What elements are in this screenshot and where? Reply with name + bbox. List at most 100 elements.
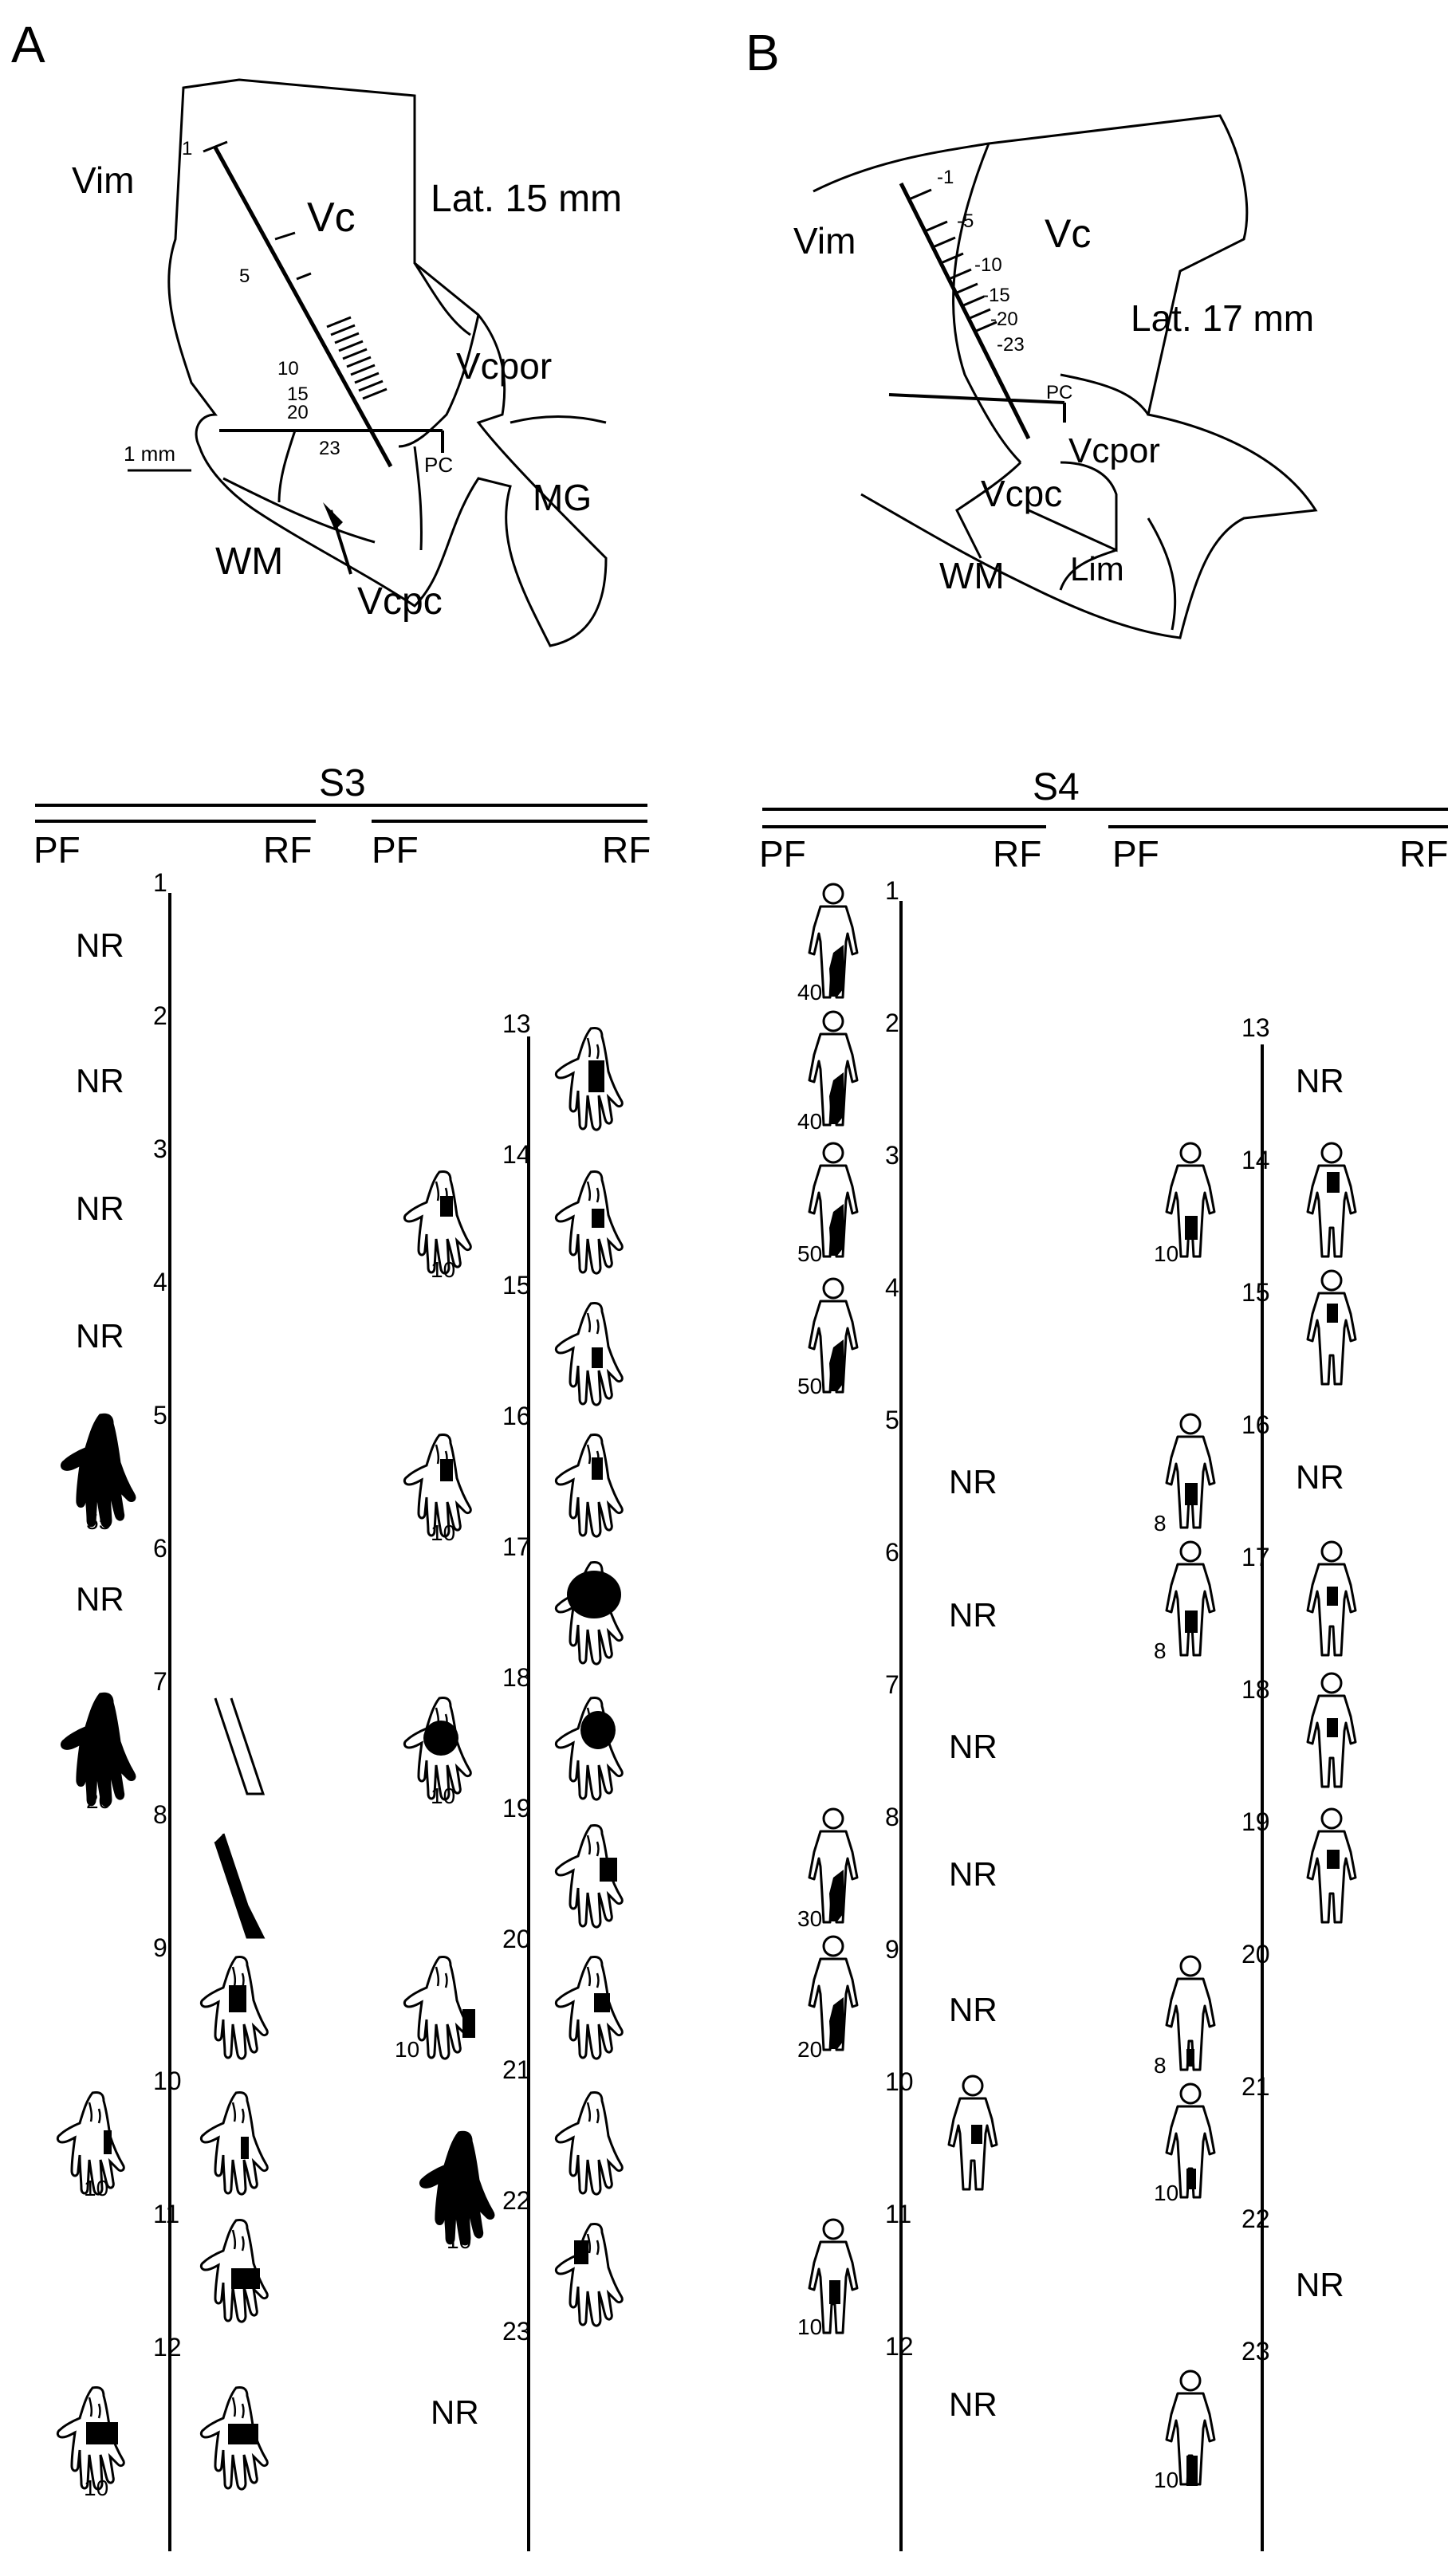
site-number-label: 8 bbox=[885, 1803, 899, 1831]
intensity-label: 10 bbox=[1154, 2468, 1178, 2492]
tick-label-b: -15 bbox=[982, 285, 1010, 306]
site-number-label: 6 bbox=[153, 1534, 167, 1563]
site-number-label: 19 bbox=[502, 1794, 531, 1823]
tick-label-a: 5 bbox=[239, 265, 250, 287]
intensity-label: 10 bbox=[431, 1784, 455, 1808]
electrode-ticks-a bbox=[203, 140, 388, 400]
label-vc-a: Vc bbox=[307, 195, 356, 241]
label-wm-a: WM bbox=[215, 541, 283, 583]
site-number-label: 7 bbox=[153, 1667, 167, 1696]
panel-b-letter: B bbox=[746, 24, 780, 81]
panel-b-outlines bbox=[813, 114, 1318, 639]
electrode-ticks-b bbox=[908, 188, 997, 333]
tick-label-b: -23 bbox=[997, 334, 1025, 356]
intensity-label: 8 bbox=[1154, 1638, 1167, 1663]
s4-nr: NR bbox=[949, 1596, 997, 1634]
intensity-label: 10 bbox=[797, 2314, 822, 2339]
intensity-label: 20 bbox=[86, 1788, 111, 1813]
label-lat-b: Lat. 17 mm bbox=[1131, 297, 1314, 339]
label-pc-b: PC bbox=[1046, 382, 1072, 403]
s4-pf-label-2: PF bbox=[1112, 833, 1159, 875]
site-number-label: 12 bbox=[153, 2333, 182, 2362]
site-number-label: 2 bbox=[885, 1009, 899, 1037]
site-number-label: 11 bbox=[153, 2200, 179, 2228]
s4-rf-label-2: RF bbox=[1399, 833, 1448, 875]
finger-map-icon bbox=[214, 1697, 266, 1795]
site-number-label: 17 bbox=[1241, 1543, 1270, 1571]
tick-label-b: -20 bbox=[990, 309, 1018, 330]
intensity-label: 10 bbox=[1154, 2181, 1178, 2205]
site-number-label: 16 bbox=[1241, 1410, 1270, 1439]
site-number-label: 17 bbox=[502, 1532, 531, 1561]
hand-map-icon bbox=[554, 1433, 624, 1538]
electrode-track-b bbox=[899, 182, 1031, 440]
s3-title: S3 bbox=[319, 762, 366, 804]
intensity-label: 10 bbox=[84, 2176, 108, 2200]
tick-label-b: -5 bbox=[957, 210, 974, 232]
site-number-label: 4 bbox=[153, 1268, 167, 1296]
site-number-label: 6 bbox=[885, 1538, 899, 1567]
intensity-label: 30 bbox=[797, 1906, 822, 1931]
label-scale: 1 mm bbox=[124, 442, 175, 466]
label-vc-b: Vc bbox=[1045, 211, 1091, 256]
hand-map-icon bbox=[554, 2222, 624, 2327]
hand-map-icon bbox=[554, 1955, 624, 2060]
site-number-label: 11 bbox=[885, 2200, 911, 2228]
site-number-label: 15 bbox=[1241, 1278, 1270, 1307]
intensity-label: 8 bbox=[1154, 1511, 1167, 1536]
body-map-icon bbox=[1306, 1142, 1357, 1258]
intensity-label: 20 bbox=[797, 2037, 822, 2062]
site-number-label: 20 bbox=[502, 1925, 531, 1953]
site-number-label: 18 bbox=[502, 1663, 531, 1692]
s3-fields bbox=[86, 1060, 621, 2444]
site-number-label: 5 bbox=[153, 1401, 167, 1430]
s4-nr: NR bbox=[1296, 1458, 1344, 1496]
site-number-label: 10 bbox=[153, 2067, 182, 2095]
finger-map-icon bbox=[214, 1833, 266, 1939]
intensity-label: 10 bbox=[447, 2228, 471, 2253]
label-vcpor-a: Vcpor bbox=[456, 345, 552, 387]
tick-label-b: -1 bbox=[937, 167, 954, 188]
site-number-label: 4 bbox=[885, 1273, 899, 1302]
site-number-label: 14 bbox=[502, 1140, 531, 1169]
s3-nr: NR bbox=[76, 1580, 124, 1618]
intensity-label: 10 bbox=[84, 2476, 108, 2500]
site-number-label: 10 bbox=[885, 2067, 914, 2096]
s4-nr: NR bbox=[1296, 2266, 1344, 2303]
site-number-label: 5 bbox=[885, 1406, 899, 1434]
s4-fields bbox=[829, 945, 1340, 2486]
intensity-label: 10 bbox=[395, 2037, 419, 2062]
site-number-label: 3 bbox=[153, 1135, 167, 1163]
site-number-label: 13 bbox=[502, 1009, 531, 1038]
site-number-label: 23 bbox=[502, 2317, 531, 2346]
label-vim-b: Vim bbox=[793, 220, 856, 262]
s4-nr: NR bbox=[949, 1728, 997, 1765]
site-number-label: 22 bbox=[1241, 2204, 1270, 2233]
intensity-label: 55 bbox=[86, 1509, 111, 1534]
s3-nr: NR bbox=[431, 2393, 479, 2431]
s4-nr: NR bbox=[949, 1855, 997, 1893]
site-number-label: 19 bbox=[1241, 1807, 1270, 1836]
panel-a-outlines bbox=[167, 78, 608, 647]
label-lim-b: Lim bbox=[1070, 550, 1124, 588]
intensity-label: 10 bbox=[431, 1520, 455, 1545]
site-number-label: 9 bbox=[153, 1933, 167, 1962]
intensity-label: 50 bbox=[797, 1374, 822, 1398]
label-vcpc-a: Vcpc bbox=[357, 580, 443, 623]
site-number-label: 1 bbox=[885, 876, 899, 905]
site-number-label: 15 bbox=[502, 1271, 531, 1300]
s3-nr: NR bbox=[76, 1190, 124, 1227]
label-lat-a: Lat. 15 mm bbox=[431, 178, 622, 220]
body-map-icon bbox=[1306, 1269, 1357, 1386]
label-wm-b: WM bbox=[939, 555, 1005, 596]
site-number-label: 7 bbox=[885, 1670, 899, 1699]
intensity-label: 50 bbox=[797, 1241, 822, 1266]
label-vcpc-b: Vcpc bbox=[981, 473, 1062, 514]
